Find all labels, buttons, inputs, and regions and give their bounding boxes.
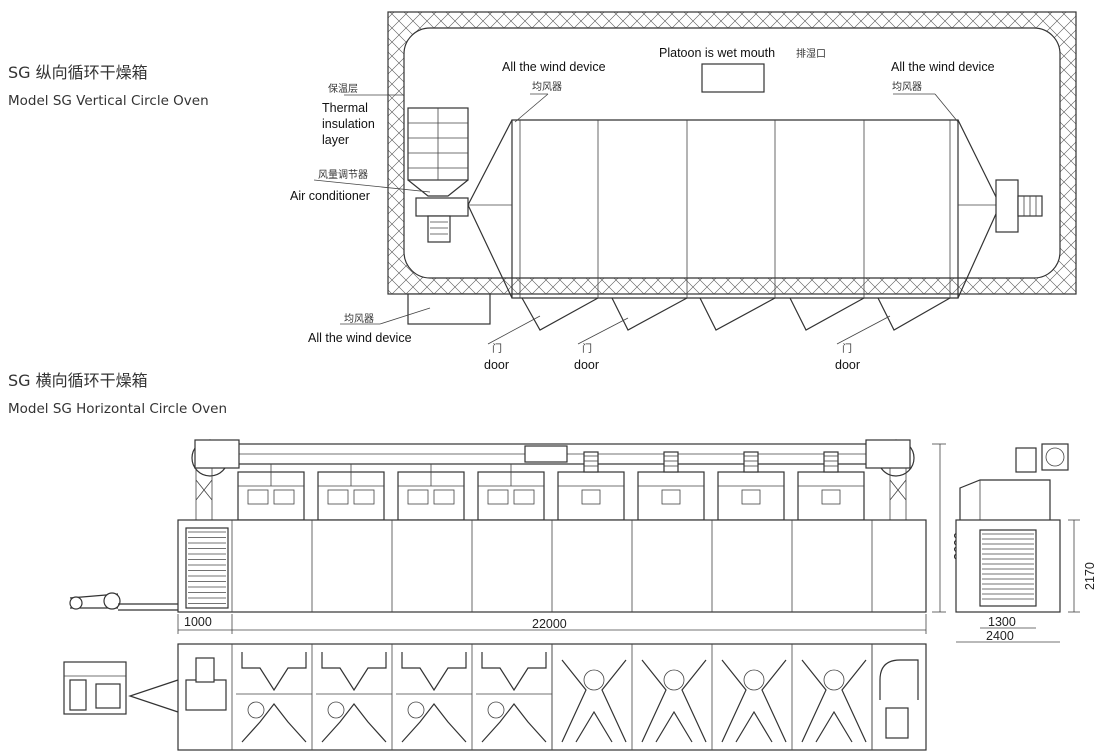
door-1-label-zh: 门 — [492, 342, 502, 355]
insulation-label-en-2: insulation — [322, 117, 375, 131]
wet-mouth-label-en: Platoon is wet mouth — [659, 46, 775, 60]
door-3-label-zh: 门 — [842, 342, 852, 355]
door-2-label-zh: 门 — [582, 342, 592, 355]
wind-right-label-zh: 均风器 — [892, 81, 922, 93]
door-3-label-en: door — [835, 358, 860, 372]
wet-mouth-label-zh: 排湿口 — [796, 47, 826, 60]
insulation-label-en-3: layer — [322, 133, 349, 147]
dim-total-length: 22000 — [532, 617, 567, 631]
wind-bottom-label-zh: 均风器 — [344, 313, 374, 325]
wind-right-label-en: All the wind device — [891, 60, 995, 74]
vertical-title-en: Model SG Vertical Circle Oven — [8, 93, 209, 109]
dim-section-length: 1000 — [184, 615, 212, 629]
horizontal-oven-end-view — [955, 443, 1080, 643]
vertical-title-zh: SG 纵向循环干燥箱 — [8, 63, 148, 82]
insulation-label-en-1: Thermal — [322, 101, 368, 115]
vertical-leaders — [313, 93, 959, 345]
door-2-label-en: door — [574, 358, 599, 372]
air-label-zh: 风量调节器 — [318, 169, 368, 181]
insulation-label-zh: 保温层 — [328, 82, 358, 95]
wind-left-label-en: All the wind device — [502, 60, 606, 74]
dim-side-height: 2170 — [1083, 562, 1097, 590]
horizontal-oven-plan-view — [63, 643, 927, 751]
horizontal-dimensions — [177, 443, 946, 634]
vertical-oven — [387, 11, 1077, 331]
dim-side-width: 2400 — [986, 629, 1014, 643]
horizontal-oven-side-view — [69, 439, 927, 613]
wind-bottom-label-en: All the wind device — [308, 331, 412, 345]
wind-left-label-zh: 均风器 — [532, 81, 562, 93]
horizontal-title-en: Model SG Horizontal Circle Oven — [8, 401, 227, 417]
door-1-label-en: door — [484, 358, 509, 372]
horizontal-title-zh: SG 横向循环干燥箱 — [8, 371, 148, 390]
air-label-en: Air conditioner — [290, 189, 370, 203]
dim-side-inner-width: 1300 — [988, 615, 1016, 629]
